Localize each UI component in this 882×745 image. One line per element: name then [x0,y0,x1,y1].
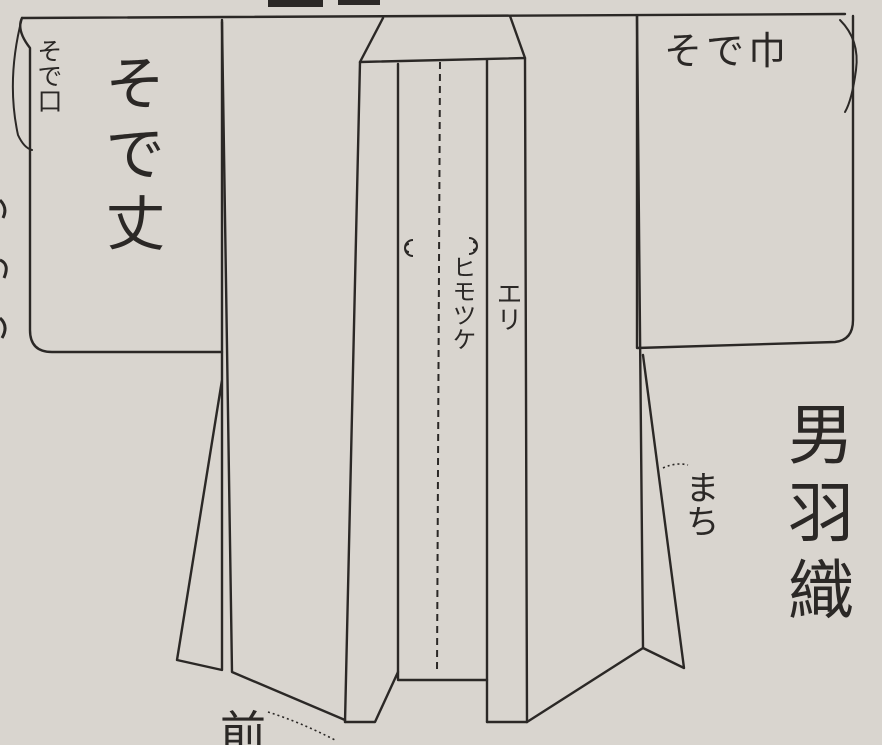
left-text-fragment [0,198,8,339]
center-fold-dashed [436,61,441,673]
body-right-edge [525,14,645,724]
right-sleeve [635,14,855,350]
body-left-edge [220,20,347,722]
top-text-fragment-2 [338,0,380,5]
himotsuke-label: ヒモツケ [448,255,476,351]
collar-top [358,14,527,64]
right-sleeve-cuff-curve [839,19,858,113]
collar-left-outer [343,60,362,724]
left-sleeve-cuff-curve [11,17,33,151]
machi-leader [662,463,689,469]
machi-gusset [641,353,686,670]
front-label: 前 [220,706,266,745]
body-left-outer [175,350,224,672]
top-text-fragment [268,0,323,7]
himotsuke-loop-left [404,239,414,257]
collar-bottom-left [343,670,489,724]
machi-label: まち [679,470,719,538]
shoulder-line [20,12,847,20]
himotsuke-loop-right [468,237,478,255]
sleeve-cuff-label: そで口 [34,38,63,113]
collar-right-outer [523,56,529,724]
diagram-title: 男羽織 [777,400,854,634]
sleeve-width-label: そで巾 [664,29,791,73]
sleeve-length-label: そで丈 [95,52,165,262]
mae-leader [267,711,336,741]
eri-label: エリ [492,280,522,332]
